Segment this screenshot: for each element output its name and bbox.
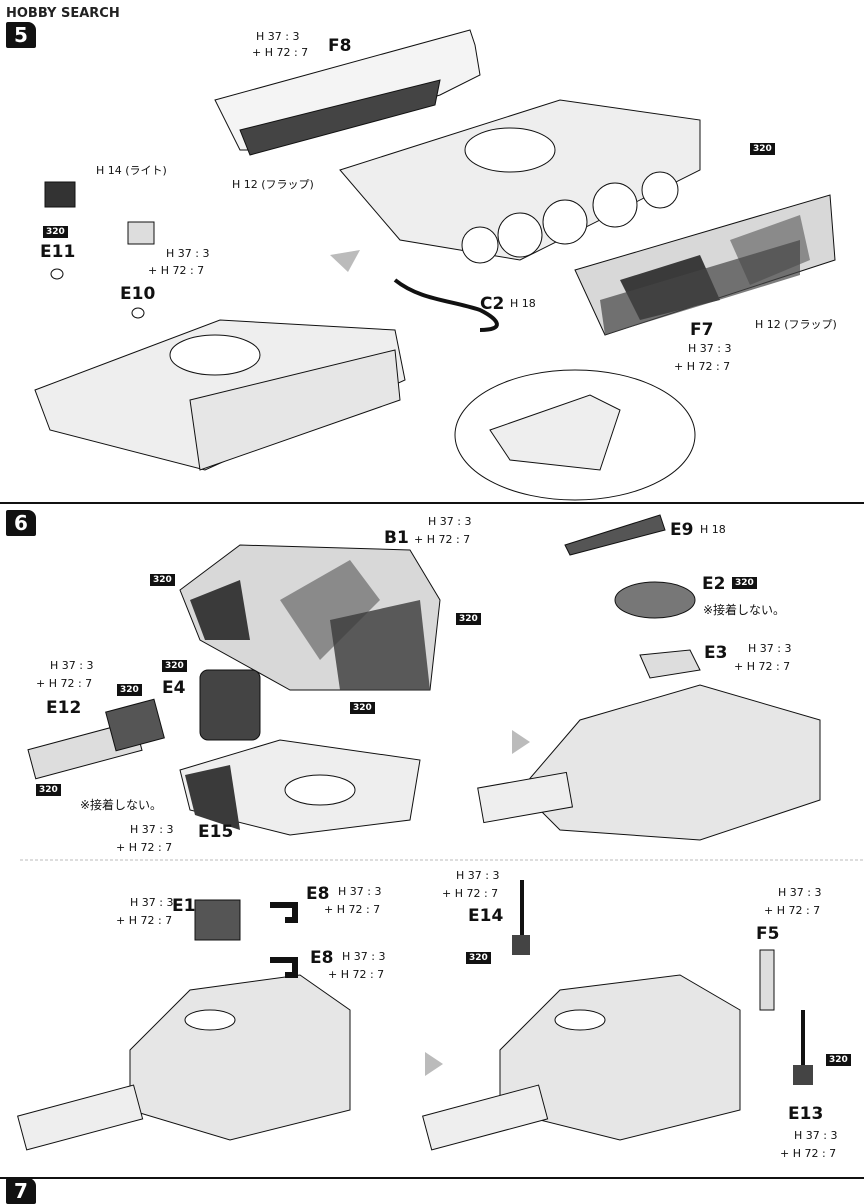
watermark: HOBBY SEARCH [6, 6, 120, 21]
paint-chip-320-e14: 320 [466, 952, 491, 964]
paint-h37-f8: H 37 : 3 [256, 30, 300, 43]
e12-barrel-drawing [27, 698, 165, 780]
step-5-badge: 5 [6, 22, 36, 48]
turret-assembled-drawing [477, 684, 821, 841]
paint-chip-320-e11: 320 [43, 226, 68, 238]
part-f7-label: F7 [690, 320, 714, 340]
part-e8-label-a: E8 [306, 884, 330, 904]
step-6-badge: 6 [6, 510, 36, 536]
hull-upper-drawing [339, 99, 701, 264]
paint-flap-f8: H 12 (フラップ) [232, 178, 314, 191]
part-e15-label: E15 [198, 822, 234, 842]
paint-h37-e3: H 37 : 3 [748, 642, 792, 655]
paint-chip-320-e13: 320 [826, 1054, 851, 1066]
paint-light: H 14 (ライト) [96, 164, 167, 177]
paint-h72-e15: + H 72 : 7 [116, 841, 173, 854]
f7-skirt-drawing [574, 194, 836, 336]
paint-h37-e1: H 37 : 3 [130, 896, 174, 909]
part-e13-label: E13 [788, 1104, 824, 1124]
paint-chip-320-e12b: 320 [36, 784, 61, 796]
paint-h72-f7: + H 72 : 7 [674, 360, 731, 373]
paint-chip-320-e4: 320 [162, 660, 187, 672]
turret-bottom-right-drawing [422, 974, 741, 1151]
part-e4-label: E4 [162, 678, 186, 698]
paint-h72-e8a: + H 72 : 7 [324, 903, 381, 916]
part-f5-label: F5 [756, 924, 780, 944]
paint-chip-320-b1b: 320 [456, 613, 481, 625]
paint-h72-e12: + H 72 : 7 [36, 677, 93, 690]
part-b1-label: B1 [384, 528, 409, 548]
paint-chip-320-e2: 320 [732, 577, 757, 589]
part-e11-label: E11 [40, 242, 76, 262]
paint-h37-e15: H 37 : 3 [130, 823, 174, 836]
note-no-glue-e2: ※接着しない。 [703, 603, 786, 617]
part-e2-label: E2 [702, 574, 726, 594]
paint-h37-e8b: H 37 : 3 [342, 950, 386, 963]
paint-h37-e14: H 37 : 3 [456, 869, 500, 882]
paint-h72-f8: + H 72 : 7 [252, 46, 309, 59]
part-e12-label: E12 [46, 698, 82, 718]
paint-h72-e10: + H 72 : 7 [148, 264, 205, 277]
paint-h37-e8a: H 37 : 3 [338, 885, 382, 898]
part-e1-label: E1 [172, 896, 196, 916]
paint-h72-e14: + H 72 : 7 [442, 887, 499, 900]
turret-bottom-left-drawing [17, 974, 351, 1151]
part-e8-label-b: E8 [310, 948, 334, 968]
paint-chip-320-f7: 320 [750, 143, 775, 155]
paint-h72-e8b: + H 72 : 7 [328, 968, 385, 981]
step-7-badge: 7 [6, 1178, 36, 1204]
part-e10-label: E10 [120, 284, 156, 304]
f8-skirt-drawing [214, 29, 481, 156]
note-no-glue-e15: ※接着しない。 [80, 798, 163, 812]
paint-h37-f5: H 37 : 3 [778, 886, 822, 899]
part-e9-label: E9 [670, 520, 694, 540]
part-c2-label: C2 [480, 294, 505, 314]
paint-chip-320-b1c: 320 [350, 702, 375, 714]
paint-h37-e10: H 37 : 3 [166, 247, 210, 260]
paint-chip-320-b1a: 320 [150, 574, 175, 586]
turret-b1-drawing [179, 544, 441, 691]
paint-h72-e13: + H 72 : 7 [780, 1147, 837, 1160]
part-e14-label: E14 [468, 906, 504, 926]
part-e3-label: E3 [704, 643, 728, 663]
paint-h72-e1: + H 72 : 7 [116, 914, 173, 927]
hull-lower-drawing [34, 319, 406, 471]
paint-e9: H 18 [700, 523, 726, 536]
paint-h37-b1: H 37 : 3 [428, 515, 472, 528]
paint-h72-e3: + H 72 : 7 [734, 660, 791, 673]
part-f8-label: F8 [328, 36, 352, 56]
paint-c2: H 18 [510, 297, 536, 310]
paint-h72-f5: + H 72 : 7 [764, 904, 821, 917]
paint-chip-320-e12a: 320 [117, 684, 142, 696]
paint-h72-b1: + H 72 : 7 [414, 533, 471, 546]
paint-h37-e13: H 37 : 3 [794, 1129, 838, 1142]
paint-flap-f7: H 12 (フラップ) [755, 318, 837, 331]
paint-h37-e12: H 37 : 3 [50, 659, 94, 672]
paint-h37-f7: H 37 : 3 [688, 342, 732, 355]
